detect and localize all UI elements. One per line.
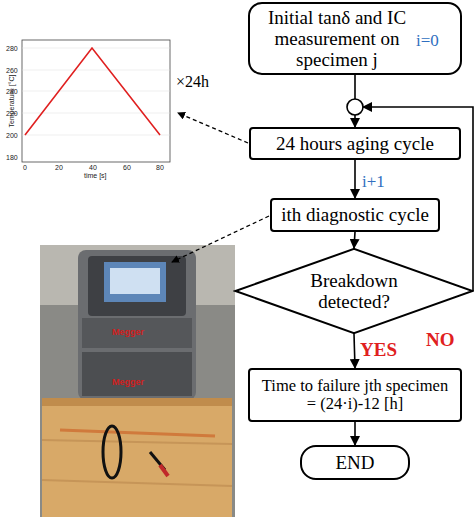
process-box: 24 hours aging cycle — [249, 127, 461, 160]
tick-label: 180 — [6, 154, 18, 161]
tick-label: 80 — [156, 164, 164, 171]
counter-label: i=0 — [416, 32, 439, 49]
callout-arrow — [172, 216, 269, 262]
chart-frame — [22, 40, 170, 162]
tick-label: 40 — [89, 164, 97, 171]
node-text: Initial tanδ and IC measurement on speci… — [258, 7, 416, 71]
node-text: Breakdown detected? — [289, 270, 419, 313]
tick-label: 280 — [6, 45, 18, 52]
tick-label: 60 — [123, 164, 131, 171]
tick-label: 220 — [6, 110, 18, 117]
temperature-curve — [25, 48, 160, 135]
brand-label: Megger — [112, 378, 144, 387]
tick-label: 260 — [6, 67, 18, 74]
repeat-label: ×24h — [176, 74, 209, 90]
flow-arrow — [354, 160, 356, 198]
node-text: ith diagnostic cycle — [281, 204, 429, 225]
node-text: Time to failure jth specimen = (24·i)-12… — [256, 377, 454, 414]
test-setup-photo — [40, 245, 235, 517]
chart-grid — [22, 48, 170, 135]
flow-arrow — [363, 107, 473, 291]
brand-label: Megger — [112, 328, 144, 337]
node-text: END — [335, 452, 374, 473]
junction-circle — [347, 99, 363, 115]
callout-arrow — [178, 113, 248, 143]
tick-label: 0 — [23, 164, 27, 171]
tick-label: 200 — [6, 132, 18, 139]
tick-label: 240 — [6, 88, 18, 95]
result-box: Time to failure jth specimen = (24·i)-12… — [248, 368, 462, 422]
edge-label: YES — [360, 340, 397, 359]
edge-label: NO — [426, 330, 455, 349]
node-text: 24 hours aging cycle — [276, 133, 434, 154]
end-box: END — [300, 445, 410, 480]
axis-title: Temperature [°C] — [8, 75, 15, 128]
decision-diamond: Breakdown detected? — [233, 248, 474, 334]
edge-label: i+1 — [362, 173, 385, 190]
axis-title: time [s] — [84, 172, 107, 179]
flow-arrow — [354, 232, 355, 248]
flow-arrow — [354, 334, 355, 368]
flow-arrow — [354, 422, 356, 445]
tick-label: 20 — [55, 164, 63, 171]
process-box: ith diagnostic cycle — [270, 198, 440, 232]
flow-arrow — [354, 75, 356, 127]
